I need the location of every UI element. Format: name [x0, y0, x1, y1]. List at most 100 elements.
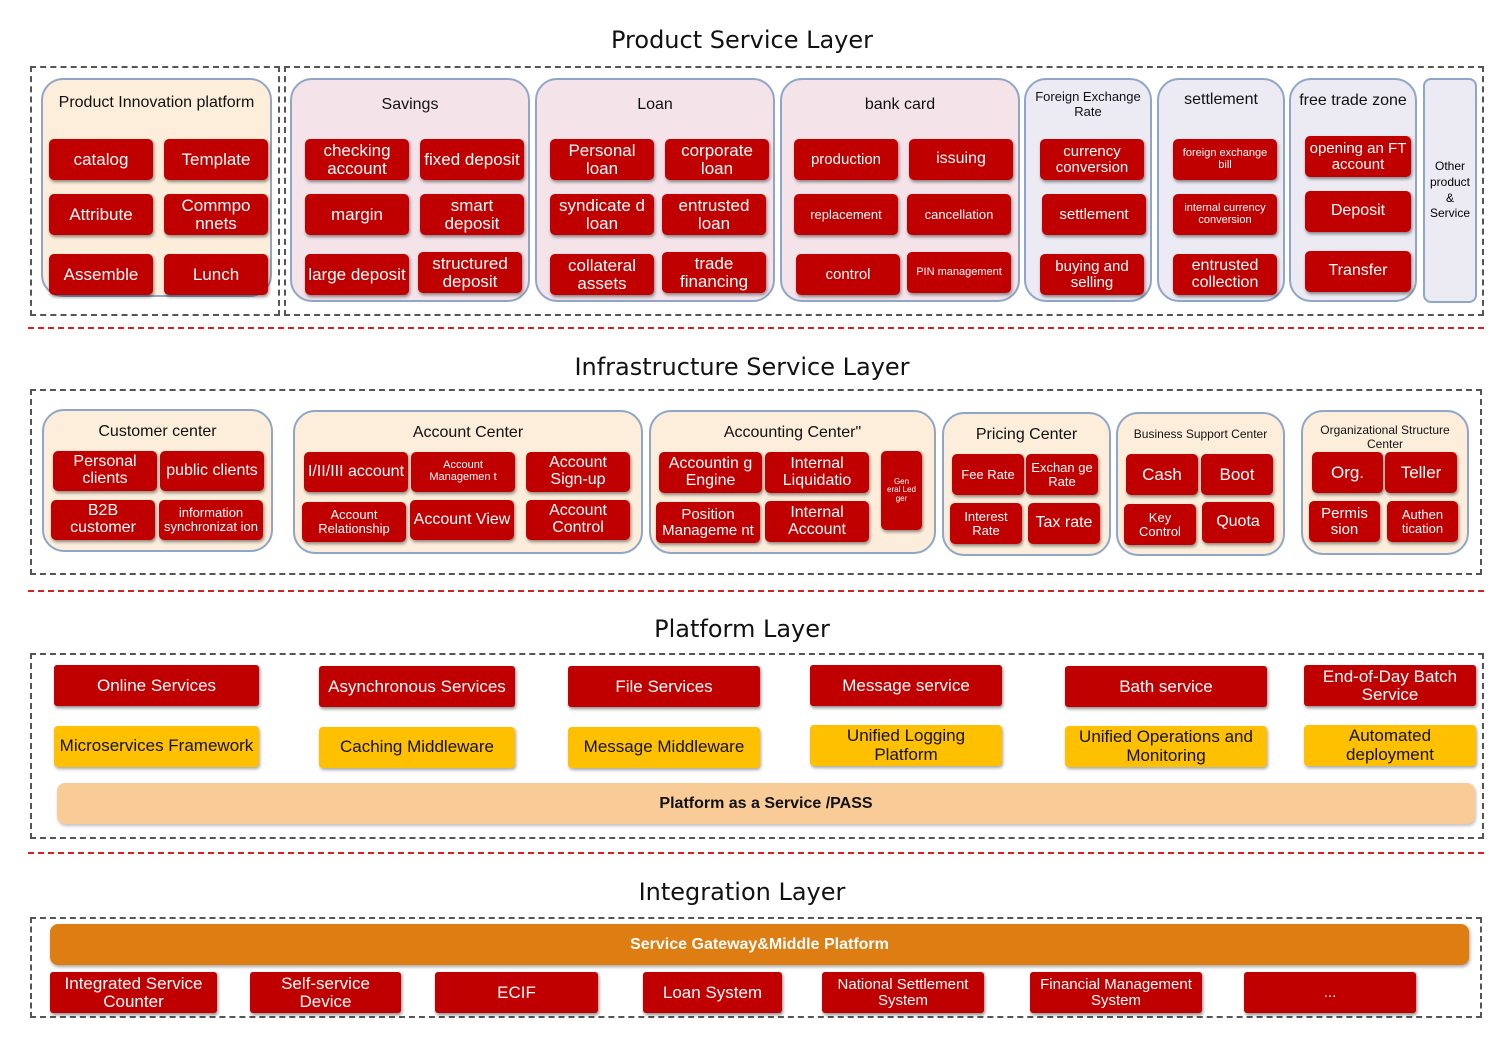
public-clients-box[interactable]: public clients	[160, 451, 264, 491]
syndicated-loan-box[interactable]: syndicate d loan	[550, 194, 654, 235]
position-management-box[interactable]: Position Manageme nt	[656, 502, 760, 543]
structured-deposit-box[interactable]: structured deposit	[418, 252, 522, 293]
account-class-box[interactable]: I/II/III account	[304, 452, 408, 492]
accounting-engine-box[interactable]: Accountin g Engine	[659, 452, 762, 493]
authentication-box[interactable]: Authen tication	[1387, 501, 1458, 542]
online-services-box[interactable]: Online Services	[54, 665, 259, 706]
pin-management-box[interactable]: PIN management	[907, 252, 1011, 293]
automated-deployment-box[interactable]: Automated deployment	[1304, 725, 1476, 766]
template-box[interactable]: Template	[164, 139, 268, 180]
product-layer-title: Product Service Layer	[611, 26, 873, 54]
catalog-box[interactable]: catalog	[49, 139, 153, 180]
financial-management-box[interactable]: Financial Management System	[1030, 972, 1202, 1013]
checking-account-box[interactable]: checking account	[305, 139, 409, 180]
production-box[interactable]: production	[794, 139, 898, 180]
trade-financing-box[interactable]: trade financing	[662, 252, 766, 293]
cash-box[interactable]: Cash	[1126, 454, 1198, 495]
file-services-box[interactable]: File Services	[568, 666, 760, 707]
internal-liquidation-box[interactable]: Internal Liquidatio	[765, 452, 869, 493]
internal-currency-conversion-box[interactable]: internal currency conversion	[1173, 194, 1277, 235]
replacement-box[interactable]: replacement	[794, 194, 898, 235]
large-deposit-box[interactable]: large deposit	[305, 254, 409, 295]
assemble-box[interactable]: Assemble	[49, 254, 153, 295]
integration-container	[30, 917, 1482, 1018]
group-title: Savings	[381, 96, 439, 113]
message-middleware-box[interactable]: Message Middleware	[568, 727, 760, 768]
lunch-box[interactable]: Lunch	[164, 254, 268, 295]
general-ledger-box[interactable]: Gen eral Led ger	[881, 451, 922, 530]
personal-loan-box[interactable]: Personal loan	[550, 139, 654, 180]
internal-account-box[interactable]: Internal Account	[765, 501, 869, 542]
buying-selling-box[interactable]: buying and selling	[1040, 254, 1144, 295]
national-settlement-box[interactable]: National Settlement System	[822, 972, 984, 1013]
group-title: Account Center	[412, 424, 524, 441]
entrusted-collection-box[interactable]: entrusted collection	[1173, 254, 1277, 295]
tax-rate-box[interactable]: Tax rate	[1028, 503, 1100, 544]
key-control-box[interactable]: Key Control	[1124, 504, 1196, 545]
separator-line	[28, 590, 1484, 592]
microservices-framework-box[interactable]: Microservices Framework	[54, 726, 259, 767]
ftz-transfer-box[interactable]: Transfer	[1305, 251, 1411, 292]
group-title: Organizational Structure Center	[1320, 423, 1450, 451]
self-service-device-box[interactable]: Self-service Device	[250, 972, 401, 1013]
open-ft-account-box[interactable]: opening an FT account	[1305, 136, 1411, 177]
foreign-exchange-bill-box[interactable]: foreign exchange bill	[1173, 139, 1277, 180]
currency-conversion-box[interactable]: currency conversion	[1040, 139, 1144, 180]
cancellation-box[interactable]: cancellation	[907, 194, 1011, 235]
group-title: Pricing Center	[975, 426, 1078, 443]
integration-layer-title: Integration Layer	[638, 878, 846, 906]
account-control-box[interactable]: Account Control	[526, 500, 630, 540]
platform-container	[30, 653, 1484, 839]
ftz-deposit-box[interactable]: Deposit	[1305, 191, 1411, 232]
batch-service-box[interactable]: Bath service	[1065, 666, 1267, 707]
group-title: settlement	[1184, 91, 1258, 108]
interest-rate-box[interactable]: Interest Rate	[950, 503, 1022, 544]
message-service-box[interactable]: Message service	[810, 665, 1002, 706]
paas-bar[interactable]: Platform as a Service /PASS	[57, 783, 1475, 824]
separator-line	[28, 852, 1484, 854]
org-box[interactable]: Org.	[1312, 452, 1383, 493]
attribute-box[interactable]: Attribute	[49, 194, 153, 235]
ecif-box[interactable]: ECIF	[435, 972, 598, 1013]
group-title: Foreign Exchange Rate	[1035, 89, 1141, 119]
information-sync-box[interactable]: information synchronizat ion	[159, 500, 263, 540]
collateral-assets-box[interactable]: collateral assets	[550, 254, 654, 295]
components-box[interactable]: Commpo nnets	[164, 194, 268, 235]
entrusted-loan-box[interactable]: entrusted loan	[662, 194, 766, 235]
other-product-service-box[interactable]: Other product & Service	[1423, 78, 1477, 303]
account-relationship-box[interactable]: Account Relationship	[302, 502, 406, 542]
account-view-box[interactable]: Account View	[410, 500, 514, 540]
group-title: Customer center	[98, 423, 217, 440]
unified-operations-box[interactable]: Unified Operations and Monitoring	[1065, 726, 1267, 767]
control-box[interactable]: control	[796, 254, 900, 295]
fx-settlement-box[interactable]: settlement	[1042, 194, 1146, 235]
smart-deposit-box[interactable]: smart deposit	[420, 194, 524, 235]
exchange-rate-box[interactable]: Exchan ge Rate	[1026, 454, 1098, 495]
integrated-service-counter-box[interactable]: Integrated Service Counter	[50, 972, 217, 1013]
asynchronous-services-box[interactable]: Asynchronous Services	[319, 666, 515, 707]
end-of-day-batch-box[interactable]: End-of-Day Batch Service	[1304, 665, 1476, 706]
separator-line	[28, 327, 1484, 329]
b2b-customer-box[interactable]: B2B customer	[51, 500, 155, 540]
unified-logging-box[interactable]: Unified Logging Platform	[810, 725, 1002, 766]
group-title: Business Support Center	[1133, 427, 1268, 441]
group-title: Accounting Center"	[723, 424, 862, 441]
quota-box[interactable]: Quota	[1202, 502, 1274, 543]
caching-middleware-box[interactable]: Caching Middleware	[319, 727, 515, 768]
fee-rate-box[interactable]: Fee Rate	[952, 454, 1024, 495]
margin-box[interactable]: margin	[305, 194, 409, 235]
personal-clients-box[interactable]: Personal clients	[53, 451, 157, 491]
corporate-loan-box[interactable]: corporate loan	[665, 139, 769, 180]
account-signup-box[interactable]: Account Sign-up	[526, 452, 630, 492]
fixed-deposit-box[interactable]: fixed deposit	[420, 139, 524, 180]
teller-box[interactable]: Teller	[1385, 452, 1457, 493]
more-systems-box[interactable]: ...	[1244, 972, 1416, 1013]
permission-box[interactable]: Permis sion	[1309, 501, 1380, 542]
issuing-box[interactable]: issuing	[909, 139, 1013, 180]
group-title: bank card	[864, 96, 936, 113]
account-management-box[interactable]: Account Managemen t	[411, 452, 515, 492]
service-gateway-bar[interactable]: Service Gateway&Middle Platform	[50, 924, 1469, 965]
loan-system-box[interactable]: Loan System	[643, 972, 782, 1013]
group-title: free trade zone	[1299, 92, 1407, 109]
boot-box[interactable]: Boot	[1201, 454, 1273, 495]
